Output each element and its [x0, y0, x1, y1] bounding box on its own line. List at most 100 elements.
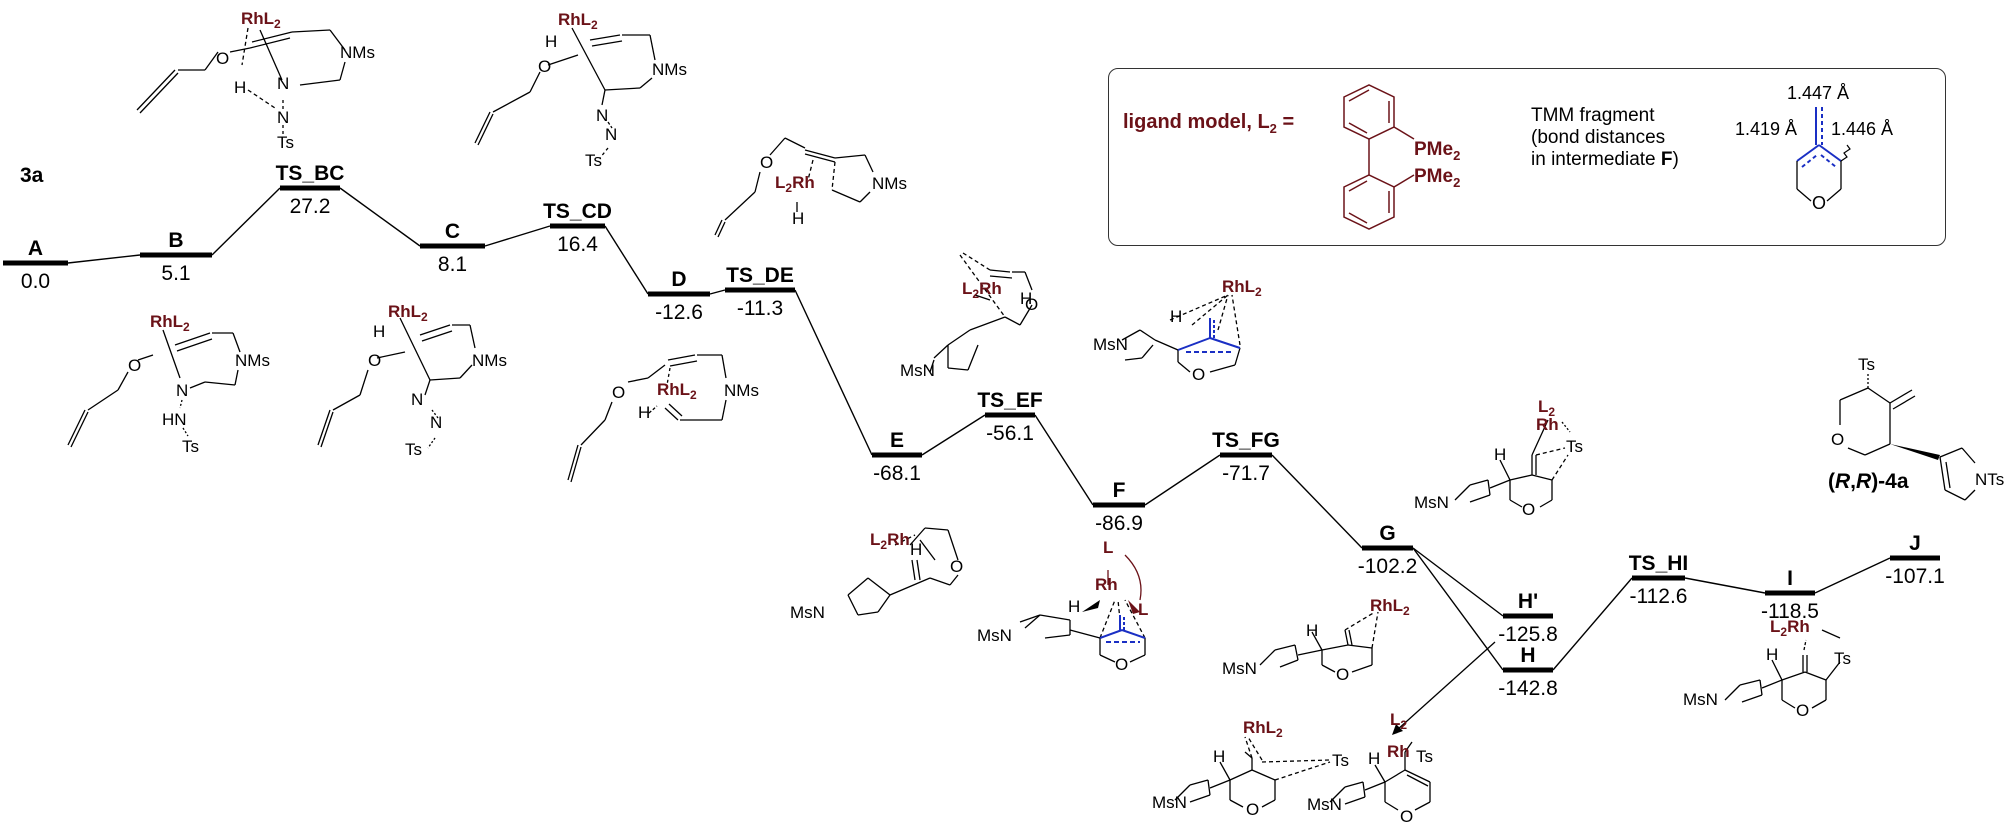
svg-text:NMs: NMs	[235, 351, 270, 370]
svg-text:NMs: NMs	[472, 351, 507, 370]
energy-levels: A0.0B5.1TS_BC27.2C8.1TS_CD16.4D-12.6TS_D…	[3, 162, 1945, 700]
start-compound-label: 3a	[20, 164, 44, 187]
svg-text:O: O	[538, 57, 551, 76]
level-energy: -125.8	[1498, 623, 1558, 646]
connector-ts_de-e	[794, 289, 873, 456]
svg-text:Ts: Ts	[1332, 751, 1349, 770]
tmm-fragment-structure: 1.447 Å 1.419 Å 1.446 Å O	[1735, 83, 1893, 213]
level-label: TS_HI	[1629, 552, 1689, 575]
svg-text:RhL2: RhL2	[388, 302, 428, 324]
level-energy: -118.5	[1761, 600, 1819, 623]
svg-text:1.419 Å: 1.419 Å	[1735, 119, 1797, 139]
ligand-model-label: ligand model, L2 =	[1123, 111, 1295, 136]
svg-text:N: N	[411, 390, 423, 409]
svg-text:O: O	[760, 153, 773, 172]
svg-text:O: O	[216, 49, 229, 68]
connector-ts_ef-f	[1034, 414, 1094, 506]
svg-text:N: N	[430, 413, 442, 432]
svg-text:L2Rh: L2Rh	[962, 279, 1002, 301]
svg-text:PMe2: PMe2	[1414, 139, 1460, 163]
svg-text:MsN: MsN	[1222, 659, 1257, 678]
svg-text:RhL2: RhL2	[558, 10, 598, 32]
connector-ts_cd-d	[604, 225, 649, 295]
connector-g-h	[1412, 547, 1504, 671]
level-energy: 0.0	[21, 270, 50, 293]
level-label: E	[890, 429, 904, 452]
structure-ts-de	[714, 137, 874, 238]
level-energy: -12.6	[655, 301, 703, 324]
tmm-fragment-description: TMM fragment (bond distances in intermed…	[1531, 105, 1679, 170]
level-energy: 16.4	[557, 233, 598, 256]
energy-level-hp: H'-125.8	[1498, 590, 1558, 646]
legend-box: ligand model, L2 = PMe2 PMe2 TMM fragmen…	[1108, 68, 1946, 246]
profile-connectors	[67, 187, 1891, 671]
svg-text:O: O	[1336, 665, 1349, 684]
svg-text:MsN: MsN	[1152, 793, 1187, 812]
svg-text:H: H	[373, 322, 385, 341]
svg-text:NMs: NMs	[340, 43, 375, 62]
svg-text:O: O	[368, 351, 381, 370]
svg-text:H: H	[234, 78, 246, 97]
svg-text:L: L	[1138, 600, 1148, 619]
svg-text:H: H	[545, 32, 557, 51]
structure-b	[67, 329, 241, 448]
structure-f-bottom	[1019, 554, 1146, 663]
svg-text:H: H	[1766, 645, 1778, 664]
structure-e	[847, 527, 959, 616]
level-label: TS_EF	[977, 389, 1043, 412]
energy-level-d: D-12.6	[648, 268, 710, 324]
energy-level-a: A0.0	[3, 237, 68, 293]
svg-text:H: H	[792, 209, 804, 228]
level-energy: -142.8	[1498, 677, 1558, 700]
energy-level-c: C8.1	[420, 220, 485, 276]
svg-text:L2: L2	[1390, 710, 1407, 732]
svg-text:NTs: NTs	[1975, 470, 2004, 489]
level-label: F	[1113, 479, 1126, 502]
svg-text:1.446 Å: 1.446 Å	[1831, 119, 1893, 139]
connector-e-ts_ef	[921, 414, 986, 456]
structure-d	[567, 354, 727, 483]
structure-ts-ef	[929, 252, 1033, 373]
product-label: (R,R)-4a	[1828, 470, 1909, 493]
svg-text:O: O	[1400, 807, 1413, 825]
connector-ts_fg-g	[1271, 454, 1363, 549]
svg-text:H: H	[1020, 289, 1032, 308]
level-energy: 8.1	[438, 253, 467, 276]
level-energy: -112.6	[1630, 585, 1688, 608]
svg-text:MsN: MsN	[790, 603, 825, 622]
connector-b-ts_bc	[211, 187, 281, 256]
tmm-fragment-f-top	[1177, 318, 1241, 353]
structure-f-top	[1121, 294, 1241, 373]
svg-text:Rh: Rh	[1536, 415, 1559, 434]
svg-text:Ts: Ts	[277, 133, 294, 152]
connector-c-ts_cd	[484, 225, 551, 247]
energy-level-g: G-102.2	[1358, 522, 1418, 578]
svg-text:RhL2: RhL2	[1222, 277, 1262, 299]
svg-text:Ts: Ts	[405, 440, 422, 459]
svg-text:NMs: NMs	[872, 174, 907, 193]
svg-text:Ts: Ts	[1566, 437, 1583, 456]
svg-text:Rh: Rh	[1095, 575, 1118, 594]
svg-text:MsN: MsN	[977, 626, 1012, 645]
svg-text:H: H	[1170, 307, 1182, 326]
level-energy: -11.3	[737, 297, 783, 320]
structure-product-4a	[1839, 372, 1976, 501]
connector-g-hp	[1412, 547, 1504, 617]
level-energy: -107.1	[1885, 565, 1945, 588]
svg-text:RhL2: RhL2	[241, 9, 281, 31]
svg-text:H: H	[638, 403, 650, 422]
svg-text:N: N	[605, 125, 617, 144]
svg-text:RhL2: RhL2	[1243, 718, 1283, 740]
structure-arrow-target	[1174, 736, 1331, 808]
svg-text:N: N	[596, 106, 608, 125]
connector-ts_hi-i	[1684, 577, 1766, 594]
connector-i-j	[1814, 557, 1891, 594]
level-label: TS_BC	[276, 162, 345, 185]
structure-i	[1724, 629, 1841, 709]
svg-text:RhL2: RhL2	[150, 312, 190, 334]
level-label: G	[1379, 522, 1395, 545]
level-energy: 5.1	[161, 262, 190, 285]
svg-text:O: O	[1796, 701, 1809, 720]
